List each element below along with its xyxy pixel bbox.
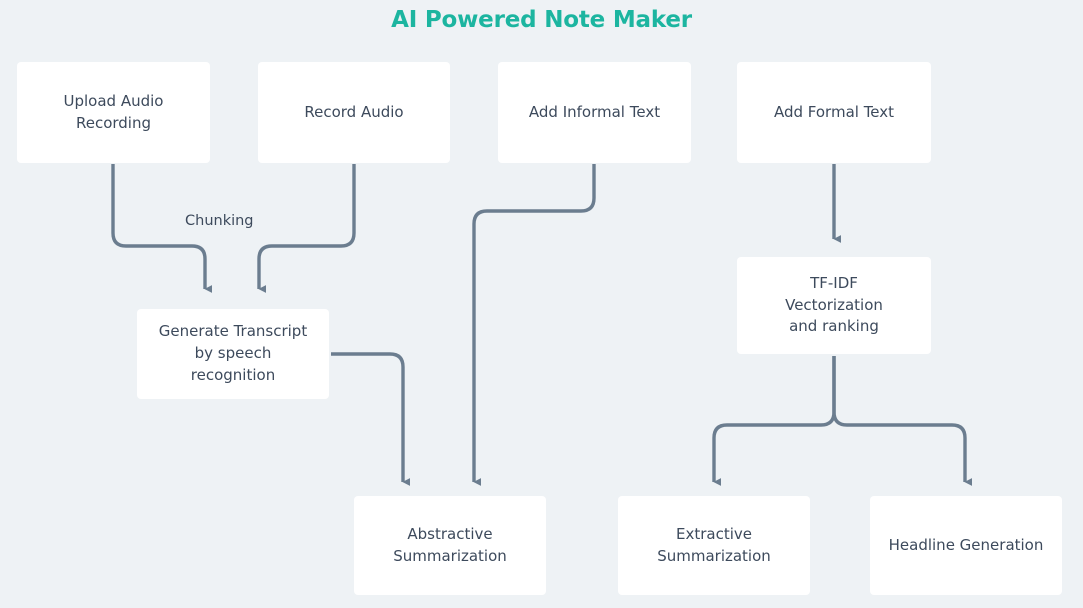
edge-record-audio-to-transcript bbox=[257, 164, 356, 293]
node-add-formal-text[interactable]: Add Formal Text bbox=[737, 62, 931, 163]
node-add-informal-text[interactable]: Add Informal Text bbox=[498, 62, 691, 163]
edge-tfidf-to-extractive bbox=[712, 356, 836, 486]
edge-informal-text-to-abstractive bbox=[472, 164, 596, 486]
edge-label-chunking: Chunking bbox=[185, 213, 254, 229]
node-label: Record Audio bbox=[304, 102, 404, 121]
node-label: Add Formal Text bbox=[773, 102, 895, 121]
edge-transcript-to-abstractive bbox=[331, 352, 410, 486]
edge-tfidf-to-headline bbox=[832, 356, 972, 486]
node-label: Headline Generation bbox=[888, 535, 1044, 554]
node-label: Add Informal Text bbox=[528, 102, 661, 121]
node-record-audio[interactable]: Record Audio bbox=[258, 62, 450, 163]
page-title: AI Powered Note Maker bbox=[391, 7, 692, 33]
node-headline-generation[interactable]: Headline Generation bbox=[870, 496, 1062, 595]
